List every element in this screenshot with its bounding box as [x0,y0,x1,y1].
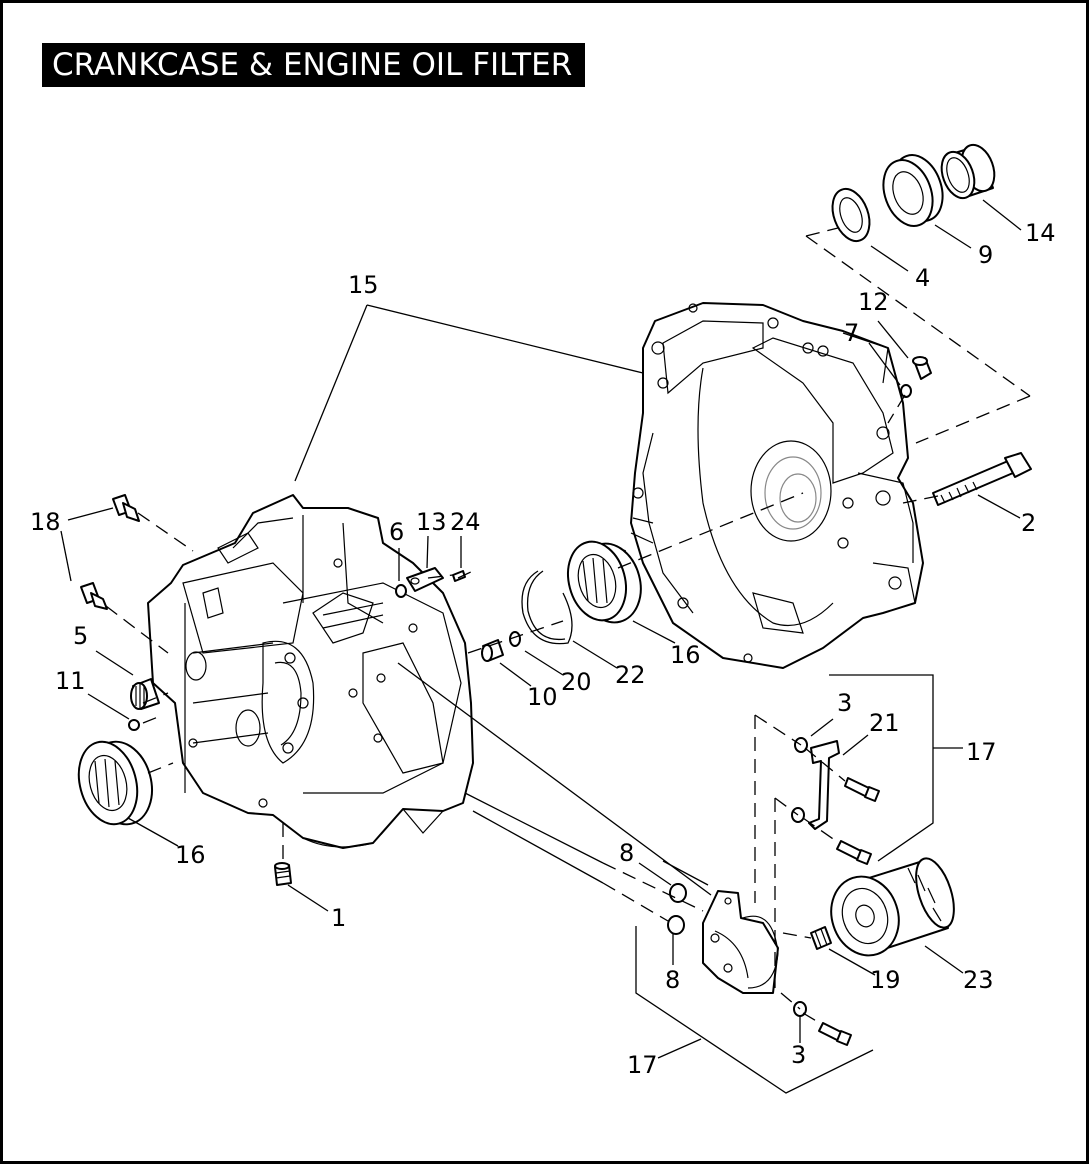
part-3-washers [791,737,808,1017]
callout-3-bottom: 3 [791,1041,806,1069]
callout-5: 5 [73,622,88,650]
callout-labels: 15 14 9 4 12 7 2 16 22 20 10 6 13 24 18 … [30,219,1056,1079]
callout-3-top: 3 [837,689,852,717]
callout-7: 7 [844,319,859,347]
part-12-cap [912,356,932,380]
part-13-fitting [406,567,444,592]
part-10-dowel [481,639,504,662]
callout-22: 22 [615,661,646,689]
callout-1: 1 [331,904,346,932]
callout-23: 23 [963,966,994,994]
callout-18: 18 [30,508,61,536]
bracket-bolts [818,777,880,1046]
part-18-fittings [80,494,140,610]
callout-17-bottom: 17 [627,1051,658,1079]
callout-6: 6 [389,518,404,546]
callout-11: 11 [55,667,86,695]
assembly-centerlines [105,227,1031,1026]
callout-8-top: 8 [619,839,634,867]
callout-4: 4 [915,264,930,292]
callout-9: 9 [978,241,993,269]
part-11-dowel [128,719,140,731]
callout-16-left: 16 [175,841,206,869]
part-16-left-bearing [77,740,153,826]
callout-17-right: 17 [966,738,997,766]
part-16-right-bearing [567,540,642,624]
part-6-oring [395,584,407,598]
callout-20: 20 [561,668,592,696]
callout-21: 21 [869,709,900,737]
oil-filter-adapter [702,890,779,994]
part-2-bolt [932,452,1032,506]
right-crankcase-half [630,302,924,669]
part-9-bearing [882,154,944,227]
callout-13: 13 [416,508,447,536]
callout-10: 10 [527,683,558,711]
part-1-drain-plug [274,862,292,886]
callout-8-bottom: 8 [665,966,680,994]
callout-12: 12 [858,288,889,316]
part-7-oring [900,384,912,398]
part-24-screw [452,570,466,582]
callout-2: 2 [1021,509,1036,537]
part-14-spacer [940,143,996,200]
callout-14: 14 [1025,219,1056,247]
part-19-nipple [810,926,832,950]
callout-15: 15 [348,271,379,299]
part-21-bracket [808,740,840,830]
leader-lines [60,199,1022,1094]
callout-16-right: 16 [670,641,701,669]
callout-19: 19 [870,966,901,994]
part-23-oil-filter [830,857,955,957]
callout-24: 24 [450,508,481,536]
part-4-seal [831,187,871,243]
part-8-orings [667,883,687,935]
left-crankcase-half [147,494,474,849]
part-22-retaining-ring [521,570,573,645]
diagram-title: CRANKCASE & ENGINE OIL FILTER [42,43,586,87]
exploded-view-diagram: 15 14 9 4 12 7 2 16 22 20 10 6 13 24 18 … [30,143,1056,1094]
